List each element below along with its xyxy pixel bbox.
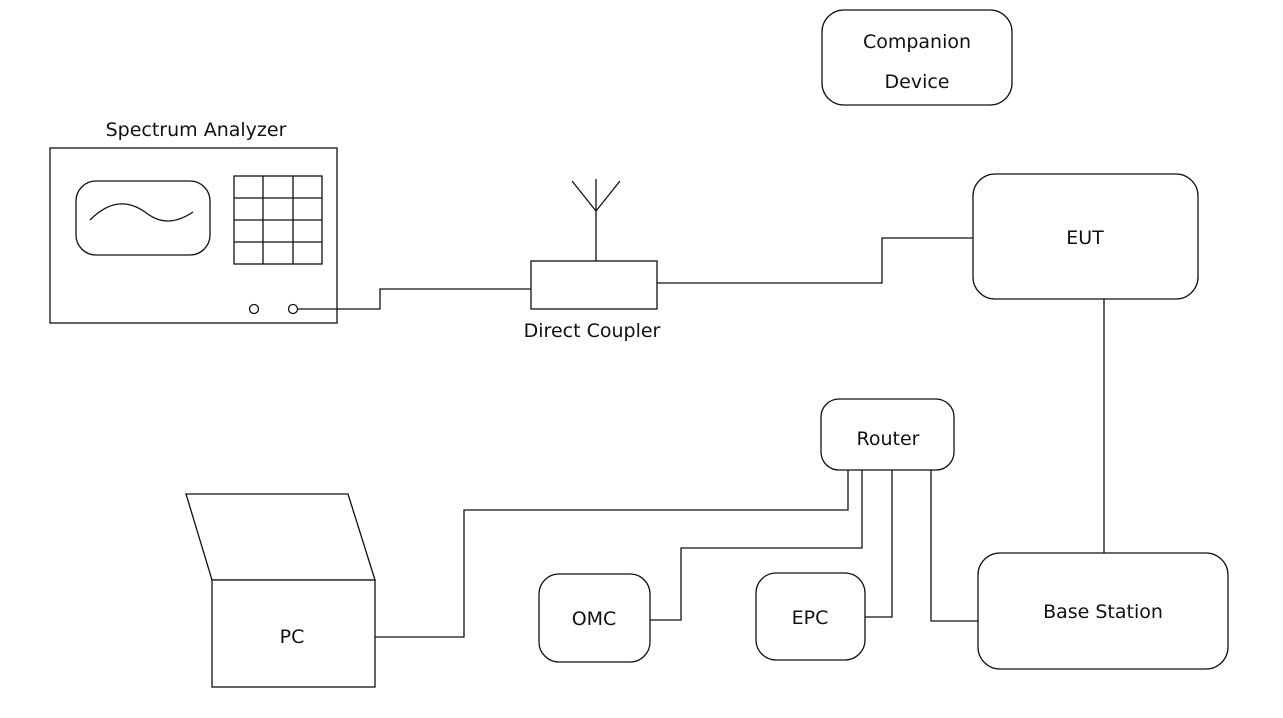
router-box bbox=[820, 398, 955, 471]
epc-box bbox=[755, 572, 866, 661]
pc-label: PC bbox=[280, 626, 305, 648]
pc: PC bbox=[185, 493, 376, 688]
knob-icon bbox=[248, 303, 260, 315]
spectrum-analyzer-label: Spectrum Analyzer bbox=[106, 119, 287, 141]
router-pc-cable bbox=[374, 470, 849, 638]
omc: OMC bbox=[538, 573, 651, 663]
eut-label: EUT bbox=[1066, 227, 1104, 249]
router-omc-cable bbox=[650, 470, 863, 621]
direct-coupler-body bbox=[530, 260, 658, 310]
router-label: Router bbox=[857, 428, 920, 450]
epc-label: EPC bbox=[792, 607, 829, 629]
direct-coupler-label: Direct Coupler bbox=[524, 320, 661, 342]
pc-base bbox=[211, 579, 376, 688]
epc: EPC bbox=[755, 572, 866, 661]
keypad-grid bbox=[233, 175, 323, 265]
eut-box bbox=[972, 173, 1199, 300]
coupler-eut-cable bbox=[657, 237, 973, 284]
rf-port-icon bbox=[287, 303, 299, 315]
eut: EUT bbox=[972, 173, 1199, 300]
antenna-icon bbox=[571, 179, 621, 261]
base-station-label: Base Station bbox=[1043, 601, 1163, 623]
router-epc-cable bbox=[865, 470, 893, 618]
base-station: Base Station bbox=[977, 552, 1229, 670]
spectrum-analyzer: Spectrum Analyzer bbox=[49, 119, 338, 324]
base-station-box bbox=[977, 552, 1229, 670]
waveform-icon bbox=[89, 203, 194, 222]
companion-device-box bbox=[821, 9, 1013, 106]
direct-coupler: Direct Coupler bbox=[524, 179, 661, 342]
omc-label: OMC bbox=[572, 608, 617, 630]
companion-device-label-line1: Companion bbox=[863, 31, 971, 53]
analyzer-coupler-cable bbox=[297, 288, 531, 310]
companion-device-label-line2: Device bbox=[885, 71, 950, 93]
router-basestation-cable bbox=[930, 470, 978, 622]
companion-device: Companion Device bbox=[821, 9, 1013, 106]
omc-box bbox=[538, 573, 651, 663]
spectrum-analyzer-screen bbox=[75, 180, 211, 256]
pc-screen bbox=[185, 493, 376, 581]
router: Router bbox=[820, 398, 955, 471]
